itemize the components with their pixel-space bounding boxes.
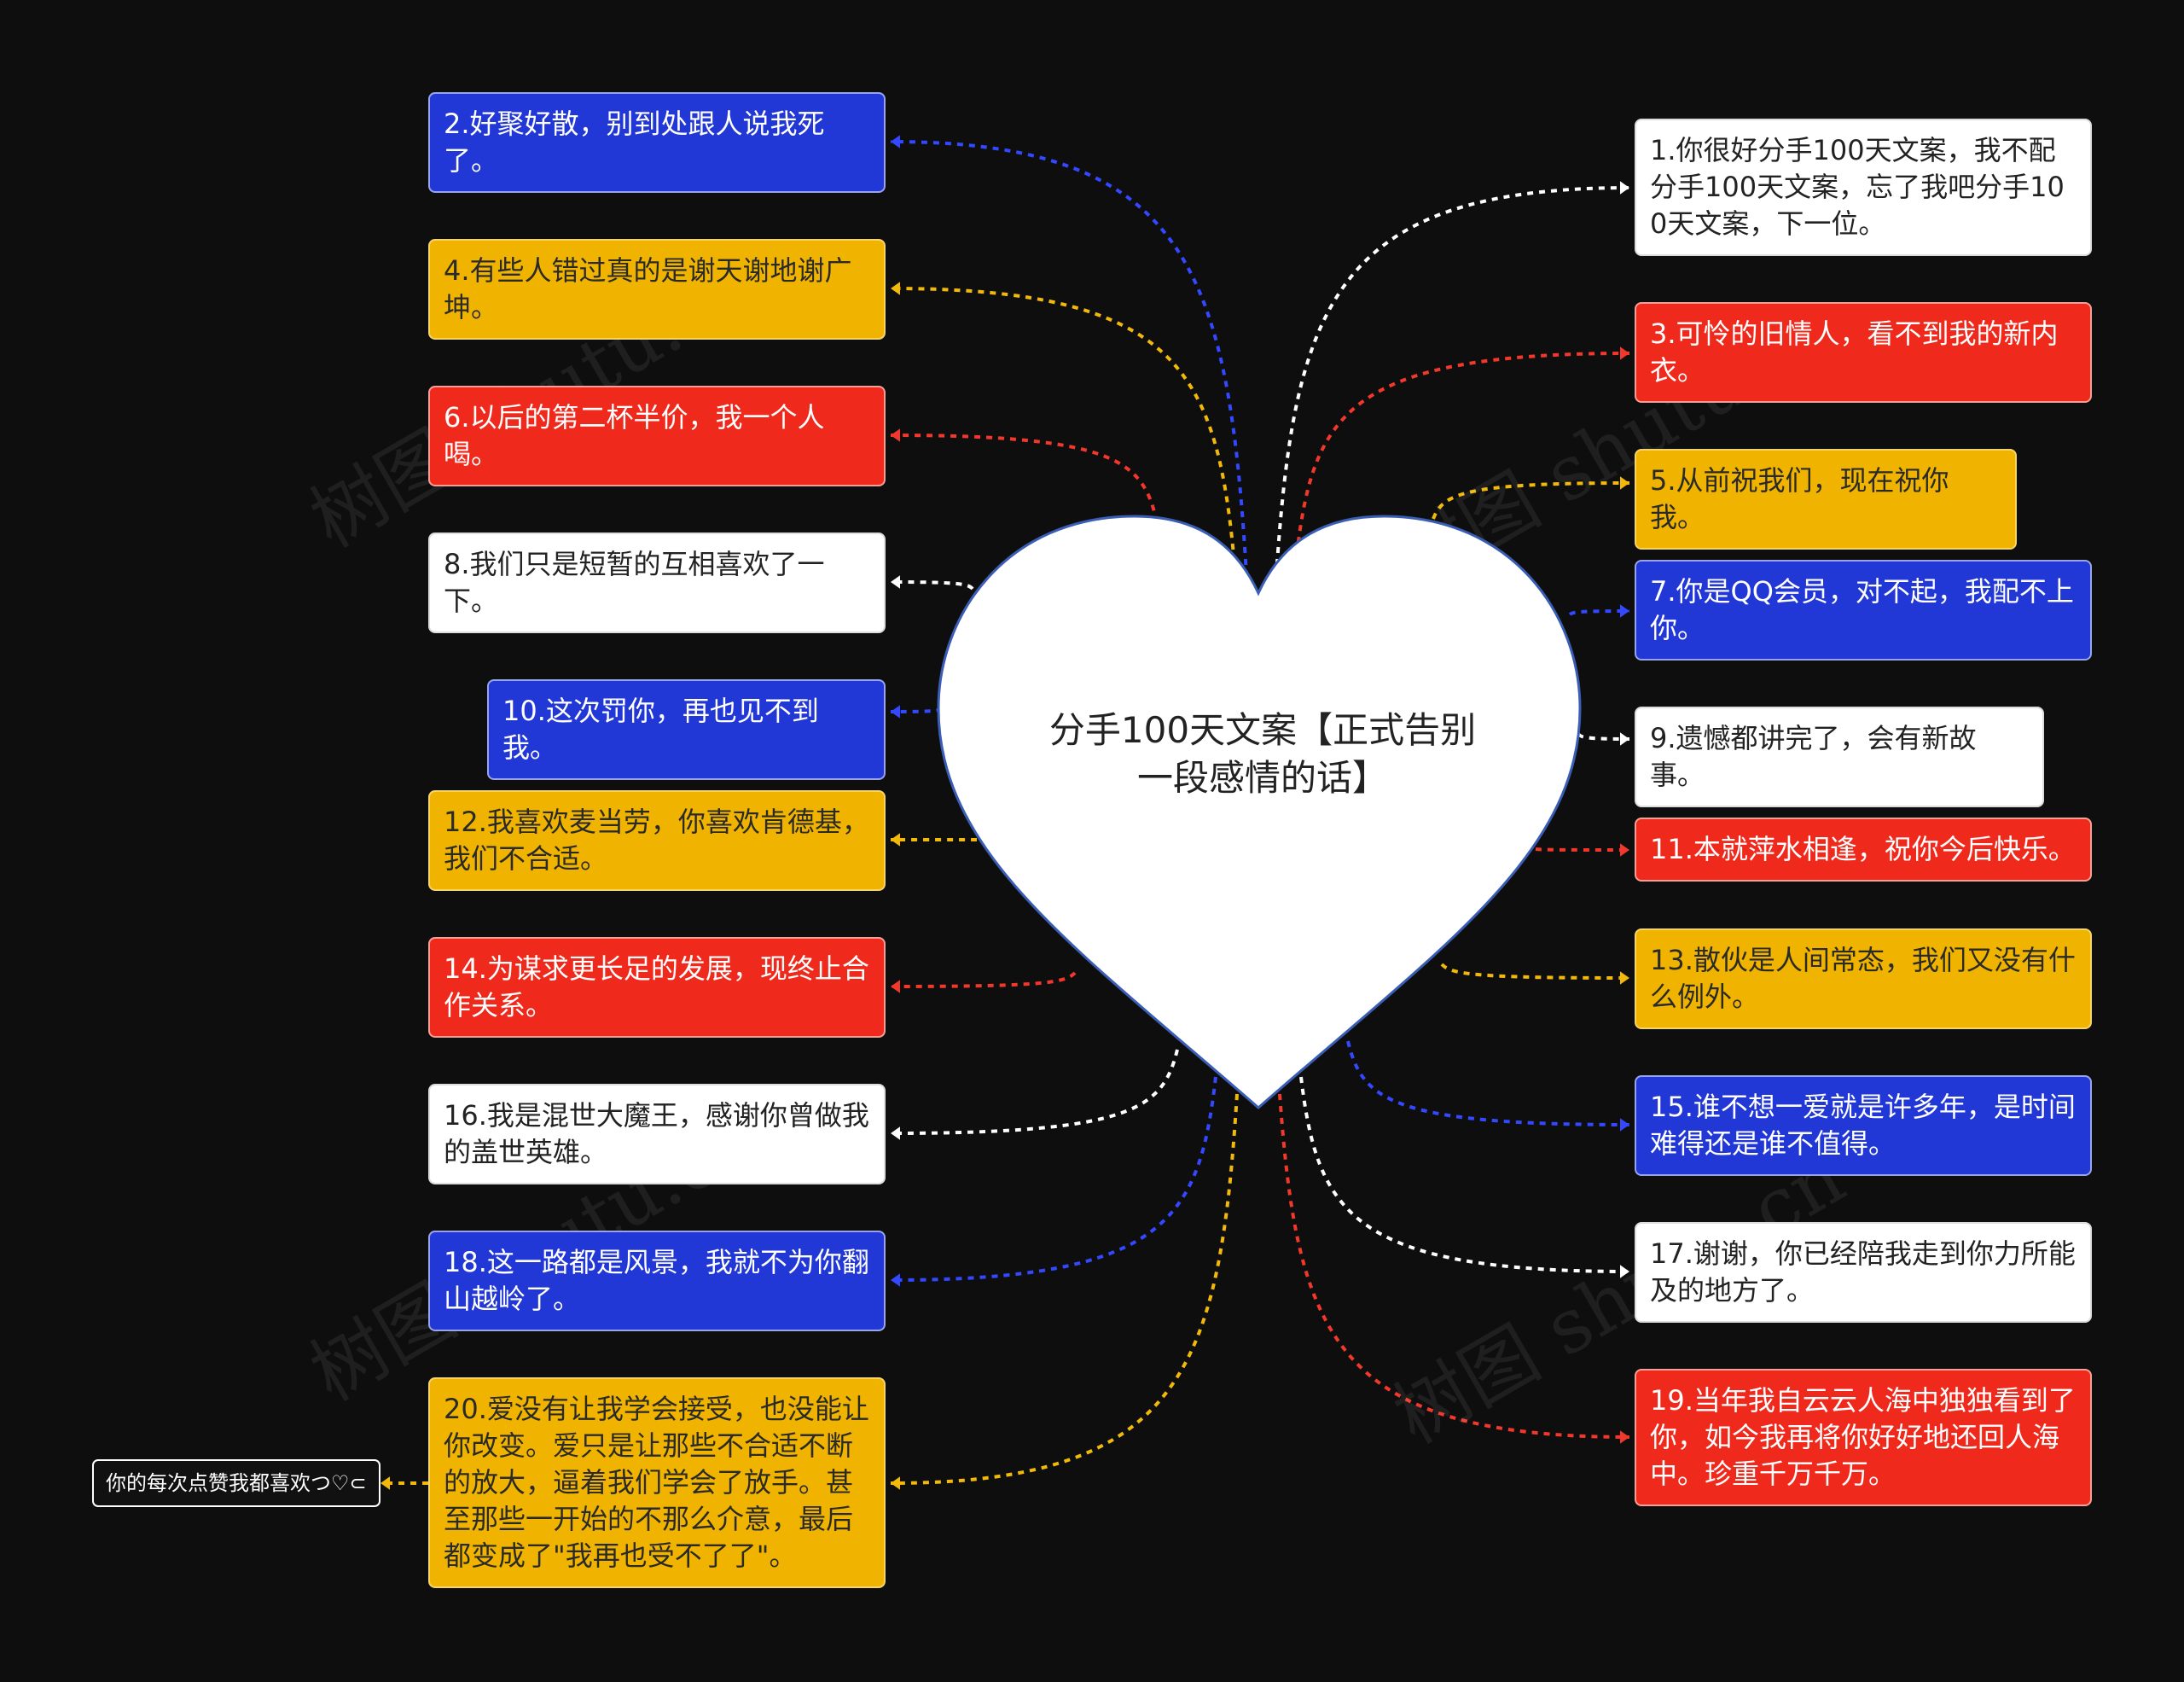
node-right-17[interactable]: 17.谢谢，你已经陪我走到你力所能及的地方了。 bbox=[1635, 1222, 2092, 1323]
connector-line bbox=[1535, 847, 1630, 852]
connector-line bbox=[890, 1093, 1239, 1485]
arrowhead-icon bbox=[1620, 843, 1629, 857]
node-left-12[interactable]: 12.我喜欢麦当劳，你喜欢肯德基，我们不合适。 bbox=[428, 790, 886, 891]
connector-line bbox=[1299, 1076, 1630, 1273]
connector-line bbox=[1274, 186, 1630, 590]
arrowhead-icon bbox=[891, 705, 900, 719]
node-right-13[interactable]: 13.散伙是人间常态，我们又没有什么例外。 bbox=[1635, 928, 2092, 1029]
connector-line bbox=[890, 971, 1077, 988]
arrowhead-icon bbox=[891, 282, 900, 295]
arrowhead-icon bbox=[1620, 476, 1629, 490]
connector-line bbox=[890, 1076, 1217, 1282]
node-right-3[interactable]: 3.可怜的旧情人，看不到我的新内衣。 bbox=[1635, 302, 2092, 403]
node-left-18[interactable]: 18.这一路都是风景，我就不为你翻山越岭了。 bbox=[428, 1231, 886, 1331]
footer-note[interactable]: 你的每次点赞我都喜欢つ♡⊂ bbox=[92, 1459, 380, 1507]
node-left-8[interactable]: 8.我们只是短暂的互相喜欢了一下。 bbox=[428, 533, 886, 633]
node-left-6[interactable]: 6.以后的第二杯半价，我一个人喝。 bbox=[428, 386, 886, 486]
node-right-11[interactable]: 11.本就萍水相逢，祝你今后快乐。 bbox=[1635, 818, 2092, 882]
node-right-5[interactable]: 5.从前祝我们，现在祝你我。 bbox=[1635, 449, 2017, 550]
node-right-7[interactable]: 7.你是QQ会员，对不起，我配不上你。 bbox=[1635, 560, 2092, 661]
central-topic[interactable]: 分手100天文案【正式告别一段感情的话】 bbox=[1048, 709, 1477, 799]
node-right-9[interactable]: 9.遗憾都讲完了，会有新故事。 bbox=[1635, 707, 2044, 807]
node-left-16[interactable]: 16.我是混世大魔王，感谢你曾做我的盖世英雄。 bbox=[428, 1084, 886, 1184]
connector-line bbox=[1432, 481, 1630, 520]
connector-line bbox=[890, 287, 1237, 574]
arrowhead-icon bbox=[1620, 346, 1629, 360]
arrowhead-icon bbox=[1620, 604, 1629, 618]
arrowhead-icon bbox=[891, 1126, 900, 1140]
node-left-10[interactable]: 10.这次罚你，再也见不到我。 bbox=[487, 679, 886, 780]
connector-line bbox=[1278, 1093, 1630, 1439]
arrowhead-icon bbox=[380, 1476, 390, 1490]
arrowhead-icon bbox=[1620, 1265, 1629, 1278]
connector-line bbox=[1346, 1040, 1630, 1126]
connector-line bbox=[890, 580, 974, 591]
connector-line bbox=[1295, 352, 1630, 556]
arrowhead-icon bbox=[891, 1273, 900, 1287]
node-left-4[interactable]: 4.有些人错过真的是谢天谢地谢广坤。 bbox=[428, 239, 886, 340]
arrowhead-icon bbox=[891, 135, 900, 148]
node-right-15[interactable]: 15.谁不想一爱就是许多年，是时间难得还是谁不值得。 bbox=[1635, 1075, 2092, 1176]
node-right-19[interactable]: 19.当年我自云云人海中独独看到了你，如今我再将你好好地还回人海中。珍重千万千万… bbox=[1635, 1369, 2092, 1506]
node-left-20[interactable]: 20.爱没有让我学会接受，也没能让你改变。爱只是让那些不合适不断的放大，逼着我们… bbox=[428, 1377, 886, 1588]
arrowhead-icon bbox=[891, 980, 900, 993]
node-left-14[interactable]: 14.为谋求更长足的发展，现终止合作关系。 bbox=[428, 937, 886, 1038]
connector-line bbox=[890, 140, 1249, 590]
arrowhead-icon bbox=[891, 1476, 900, 1490]
arrowhead-icon bbox=[1620, 1118, 1629, 1132]
node-left-2[interactable]: 2.好聚好散，别到处跟人说我死了。 bbox=[428, 92, 886, 193]
arrowhead-icon bbox=[891, 833, 900, 847]
arrowhead-icon bbox=[1620, 1430, 1629, 1444]
arrowhead-icon bbox=[891, 428, 900, 442]
connector-line bbox=[1440, 963, 1630, 980]
connector-line bbox=[1568, 609, 1630, 616]
node-right-1[interactable]: 1.你很好分手100天文案，我不配分手100天文案，忘了我吧分手100天文案，下… bbox=[1635, 119, 2092, 256]
arrowhead-icon bbox=[891, 575, 900, 589]
arrowhead-icon bbox=[1620, 181, 1629, 195]
arrowhead-icon bbox=[1620, 732, 1629, 746]
arrowhead-icon bbox=[1620, 971, 1629, 985]
